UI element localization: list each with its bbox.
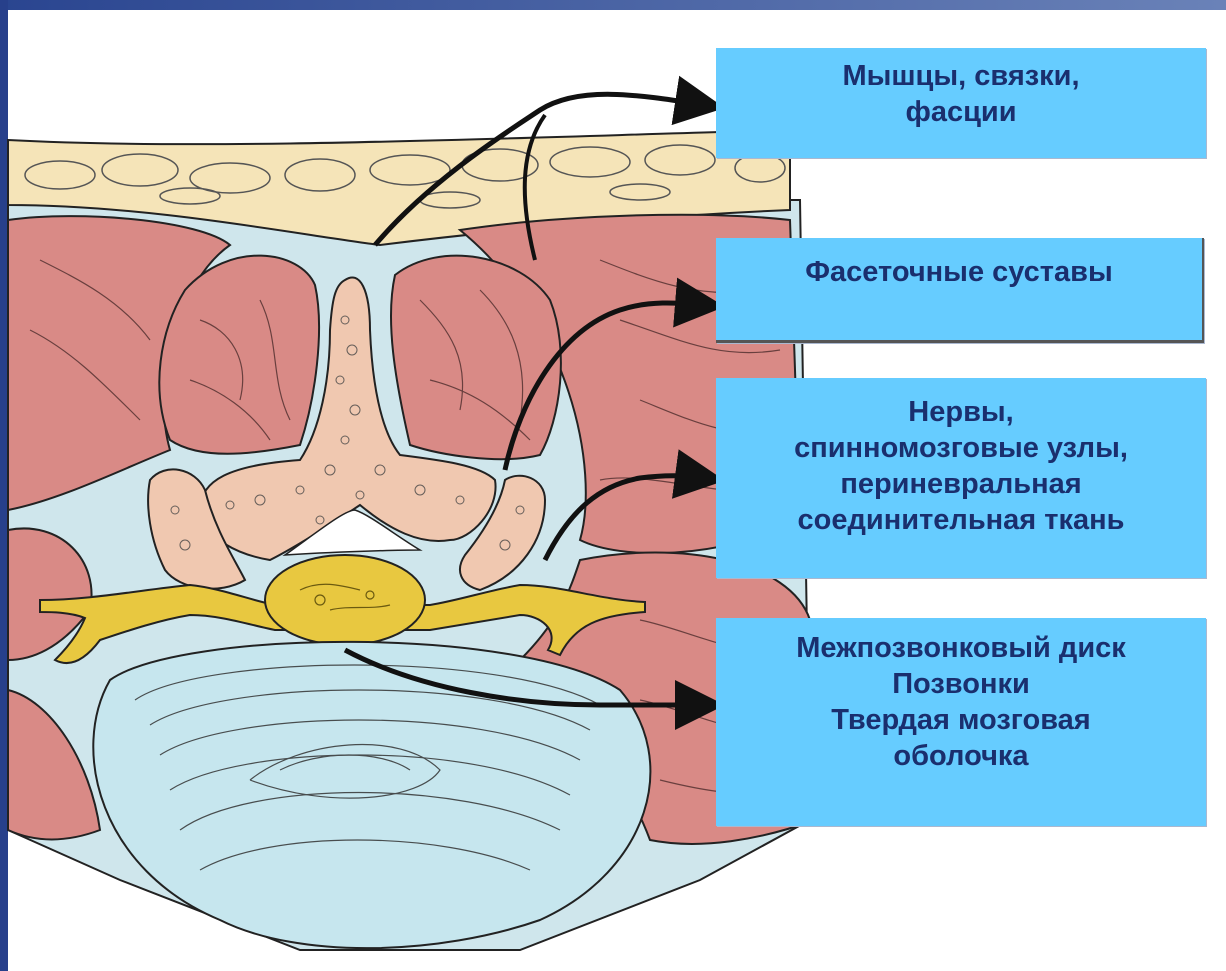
dural-sac [265, 555, 425, 645]
label-facet-joints: Фасеточные суставы [716, 238, 1204, 343]
label-nerves-line4: соединительная ткань [716, 502, 1206, 538]
label-nerves-line1: Нервы, [716, 394, 1206, 430]
label-disc-line4: оболочка [716, 738, 1206, 774]
label-nerves-line3: периневральная [716, 466, 1206, 502]
label-muscles-line1: Мышцы, связки, [716, 58, 1206, 94]
label-disc-line3: Твердая мозговая [716, 702, 1206, 738]
label-disc-line1: Межпозвонковый диск [716, 630, 1206, 666]
label-disc-vertebrae-dura: Межпозвонковый диск Позвонки Твердая моз… [716, 618, 1206, 826]
label-nerves-line2: спинномозговые узлы, [716, 430, 1206, 466]
label-muscles-line2: фасции [716, 94, 1206, 130]
label-disc-line2: Позвонки [716, 666, 1206, 702]
label-muscles-ligaments-fascia: Мышцы, связки, фасции [716, 48, 1206, 158]
label-nerves-ganglia: Нервы, спинномозговые узлы, периневральн… [716, 378, 1206, 578]
right-paraspinal-muscle [391, 256, 561, 459]
label-facets-line1: Фасеточные суставы [716, 254, 1202, 290]
